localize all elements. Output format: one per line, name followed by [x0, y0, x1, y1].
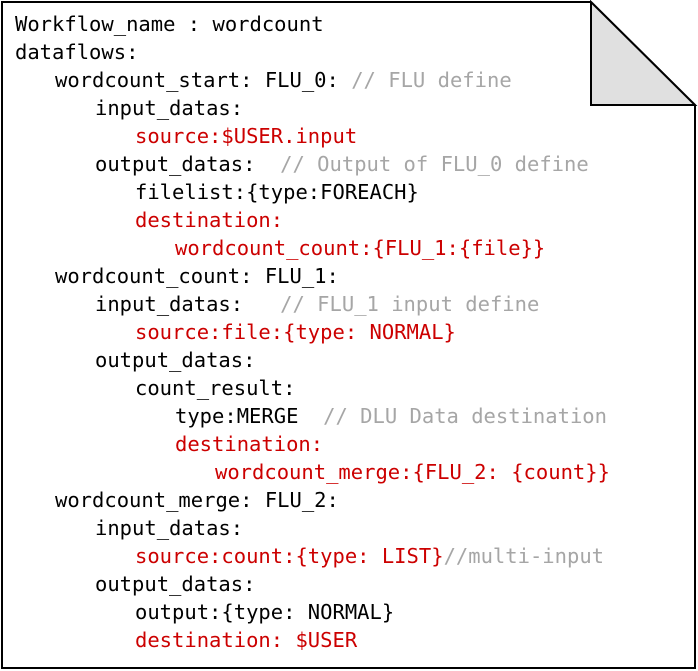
code-line: count_result:	[0, 374, 698, 402]
code-text: count_result:	[135, 376, 296, 400]
code-line: source:$USER.input	[0, 122, 698, 150]
code-text: wordcount_merge: FLU_2:	[55, 488, 339, 512]
code-line: wordcount_start: FLU_0: // FLU define	[0, 66, 698, 94]
code-line: destination: $USER	[0, 626, 698, 654]
code-text: wordcount_count: FLU_1:	[55, 264, 339, 288]
code-line: input_datas: // FLU_1 input define	[0, 290, 698, 318]
code-text: output:{type: NORMAL}	[135, 600, 395, 624]
code-text: output_datas:	[95, 348, 256, 372]
code-text: dataflows:	[15, 40, 139, 64]
code-comment: // Output of FLU_0 define	[280, 152, 589, 176]
code-line: destination:	[0, 430, 698, 458]
code-text: output_datas:	[95, 152, 281, 176]
code-highlight-text: destination:	[175, 432, 324, 456]
code-line: output_datas:	[0, 570, 698, 598]
code-highlight-text: source:$USER.input	[135, 124, 358, 148]
page-corner-fold	[590, 0, 698, 106]
code-line: destination:	[0, 206, 698, 234]
code-line: wordcount_merge: FLU_2:	[0, 486, 698, 514]
code-line: input_datas:	[0, 514, 698, 542]
code-line: Workflow_name : wordcount	[0, 10, 698, 38]
code-comment: // DLU Data destination	[323, 404, 607, 428]
code-line: wordcount_count: FLU_1:	[0, 262, 698, 290]
code-highlight-text: wordcount_merge:{FLU_2: {count}}	[215, 460, 610, 484]
code-comment: //multi-input	[443, 544, 605, 568]
code-comment: // FLU_1 input define	[280, 292, 540, 316]
code-text: input_datas:	[95, 96, 244, 120]
code-text: wordcount_start: FLU_0:	[55, 68, 352, 92]
code-text: type:MERGE	[175, 404, 324, 428]
code-line: source:file:{type: NORMAL}	[0, 318, 698, 346]
code-highlight-text: source:file:{type: NORMAL}	[135, 320, 456, 344]
code-comment: // FLU define	[351, 68, 512, 92]
code-text: output_datas:	[95, 572, 256, 596]
code-line: input_datas:	[0, 94, 698, 122]
code-line: output_datas: // Output of FLU_0 define	[0, 150, 698, 178]
code-line: filelist:{type:FOREACH}	[0, 178, 698, 206]
code-line: type:MERGE // DLU Data destination	[0, 402, 698, 430]
code-line: wordcount_merge:{FLU_2: {count}}	[0, 458, 698, 486]
code-line: wordcount_count:{FLU_1:{file}}	[0, 234, 698, 262]
code-line: output_datas:	[0, 346, 698, 374]
code-highlight-text: wordcount_count:{FLU_1:{file}}	[175, 236, 546, 260]
code-line: dataflows:	[0, 38, 698, 66]
code-highlight-text: source:count:{type: LIST}	[135, 544, 444, 568]
code-text: input_datas:	[95, 516, 244, 540]
code-line: output:{type: NORMAL}	[0, 598, 698, 626]
code-line: source:count:{type: LIST}//multi-input	[0, 542, 698, 570]
code-highlight-text: destination:	[135, 208, 284, 232]
code-text: filelist:{type:FOREACH}	[135, 180, 419, 204]
code-text: Workflow_name : wordcount	[15, 12, 324, 36]
code-highlight-text: destination: $USER	[135, 628, 358, 652]
code-text: input_datas:	[95, 292, 281, 316]
